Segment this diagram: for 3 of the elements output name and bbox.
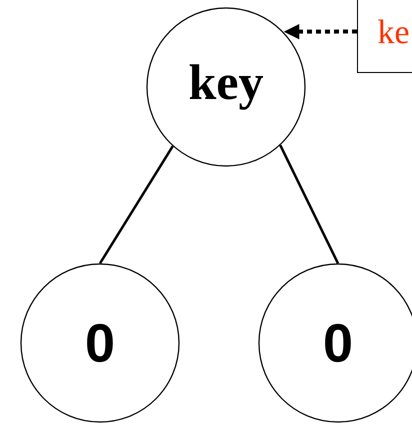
tree-edge (279, 144, 340, 264)
tree-edge (98, 146, 174, 264)
annotation-box: ke (357, 0, 412, 73)
